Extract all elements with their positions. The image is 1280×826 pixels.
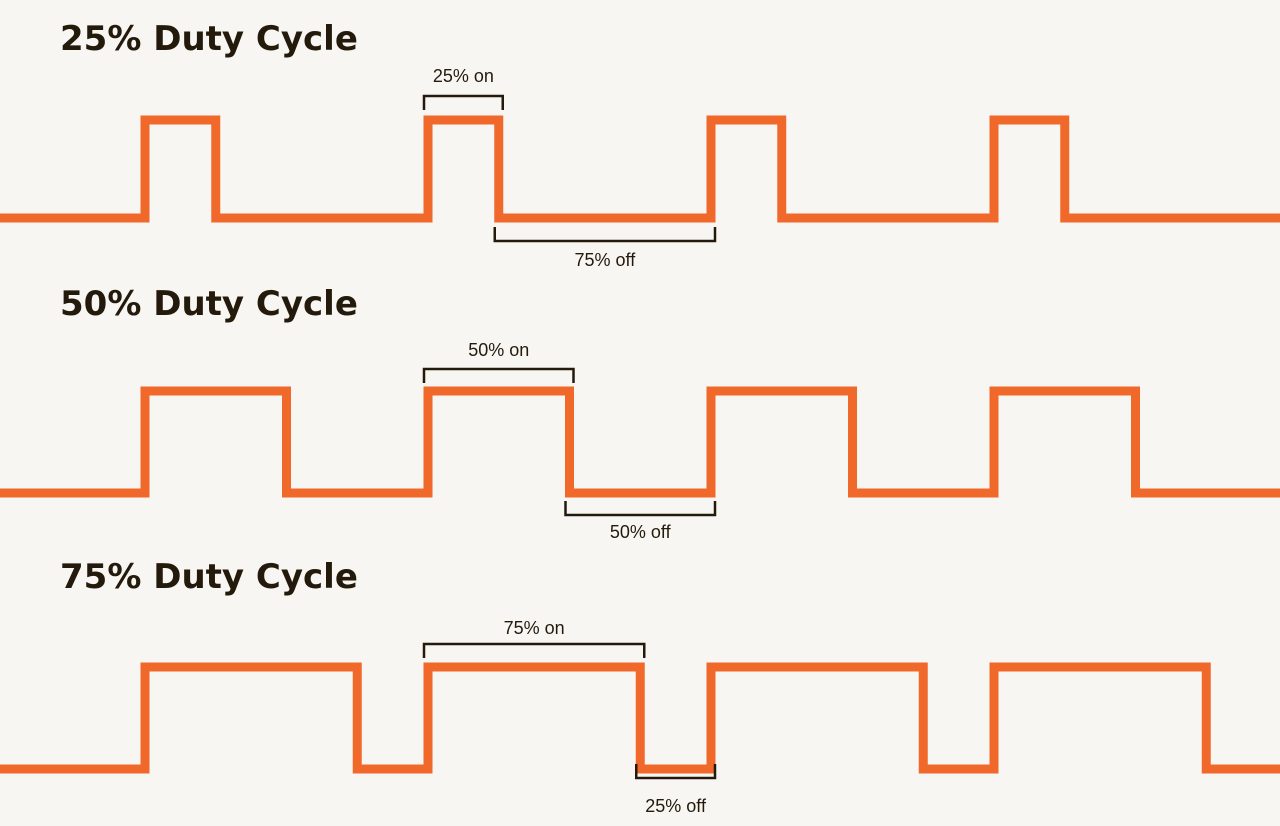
panel-50: 50% on 50% off bbox=[0, 340, 1280, 542]
on-bracket bbox=[422, 642, 646, 658]
on-bracket bbox=[422, 367, 575, 383]
off-label: 25% off bbox=[645, 796, 707, 816]
off-bracket bbox=[493, 227, 717, 243]
on-label: 75% on bbox=[504, 618, 565, 638]
off-bracket bbox=[564, 501, 717, 517]
panel-75: 75% on 25% off bbox=[0, 618, 1280, 816]
off-label: 50% off bbox=[610, 522, 672, 542]
square-wave bbox=[0, 662, 1280, 774]
square-wave bbox=[0, 386, 1280, 498]
panel-title-75: 75% Duty Cycle bbox=[60, 557, 358, 597]
panel-title-25: 25% Duty Cycle bbox=[60, 19, 358, 59]
on-label: 25% on bbox=[433, 66, 494, 86]
panel-title-50: 50% Duty Cycle bbox=[60, 284, 358, 324]
off-label: 75% off bbox=[575, 250, 637, 270]
off-bracket bbox=[635, 764, 717, 780]
panel-25: 25% on 75% off bbox=[0, 66, 1280, 270]
on-label: 50% on bbox=[468, 340, 529, 360]
on-bracket bbox=[422, 94, 504, 110]
square-wave bbox=[0, 115, 1280, 223]
